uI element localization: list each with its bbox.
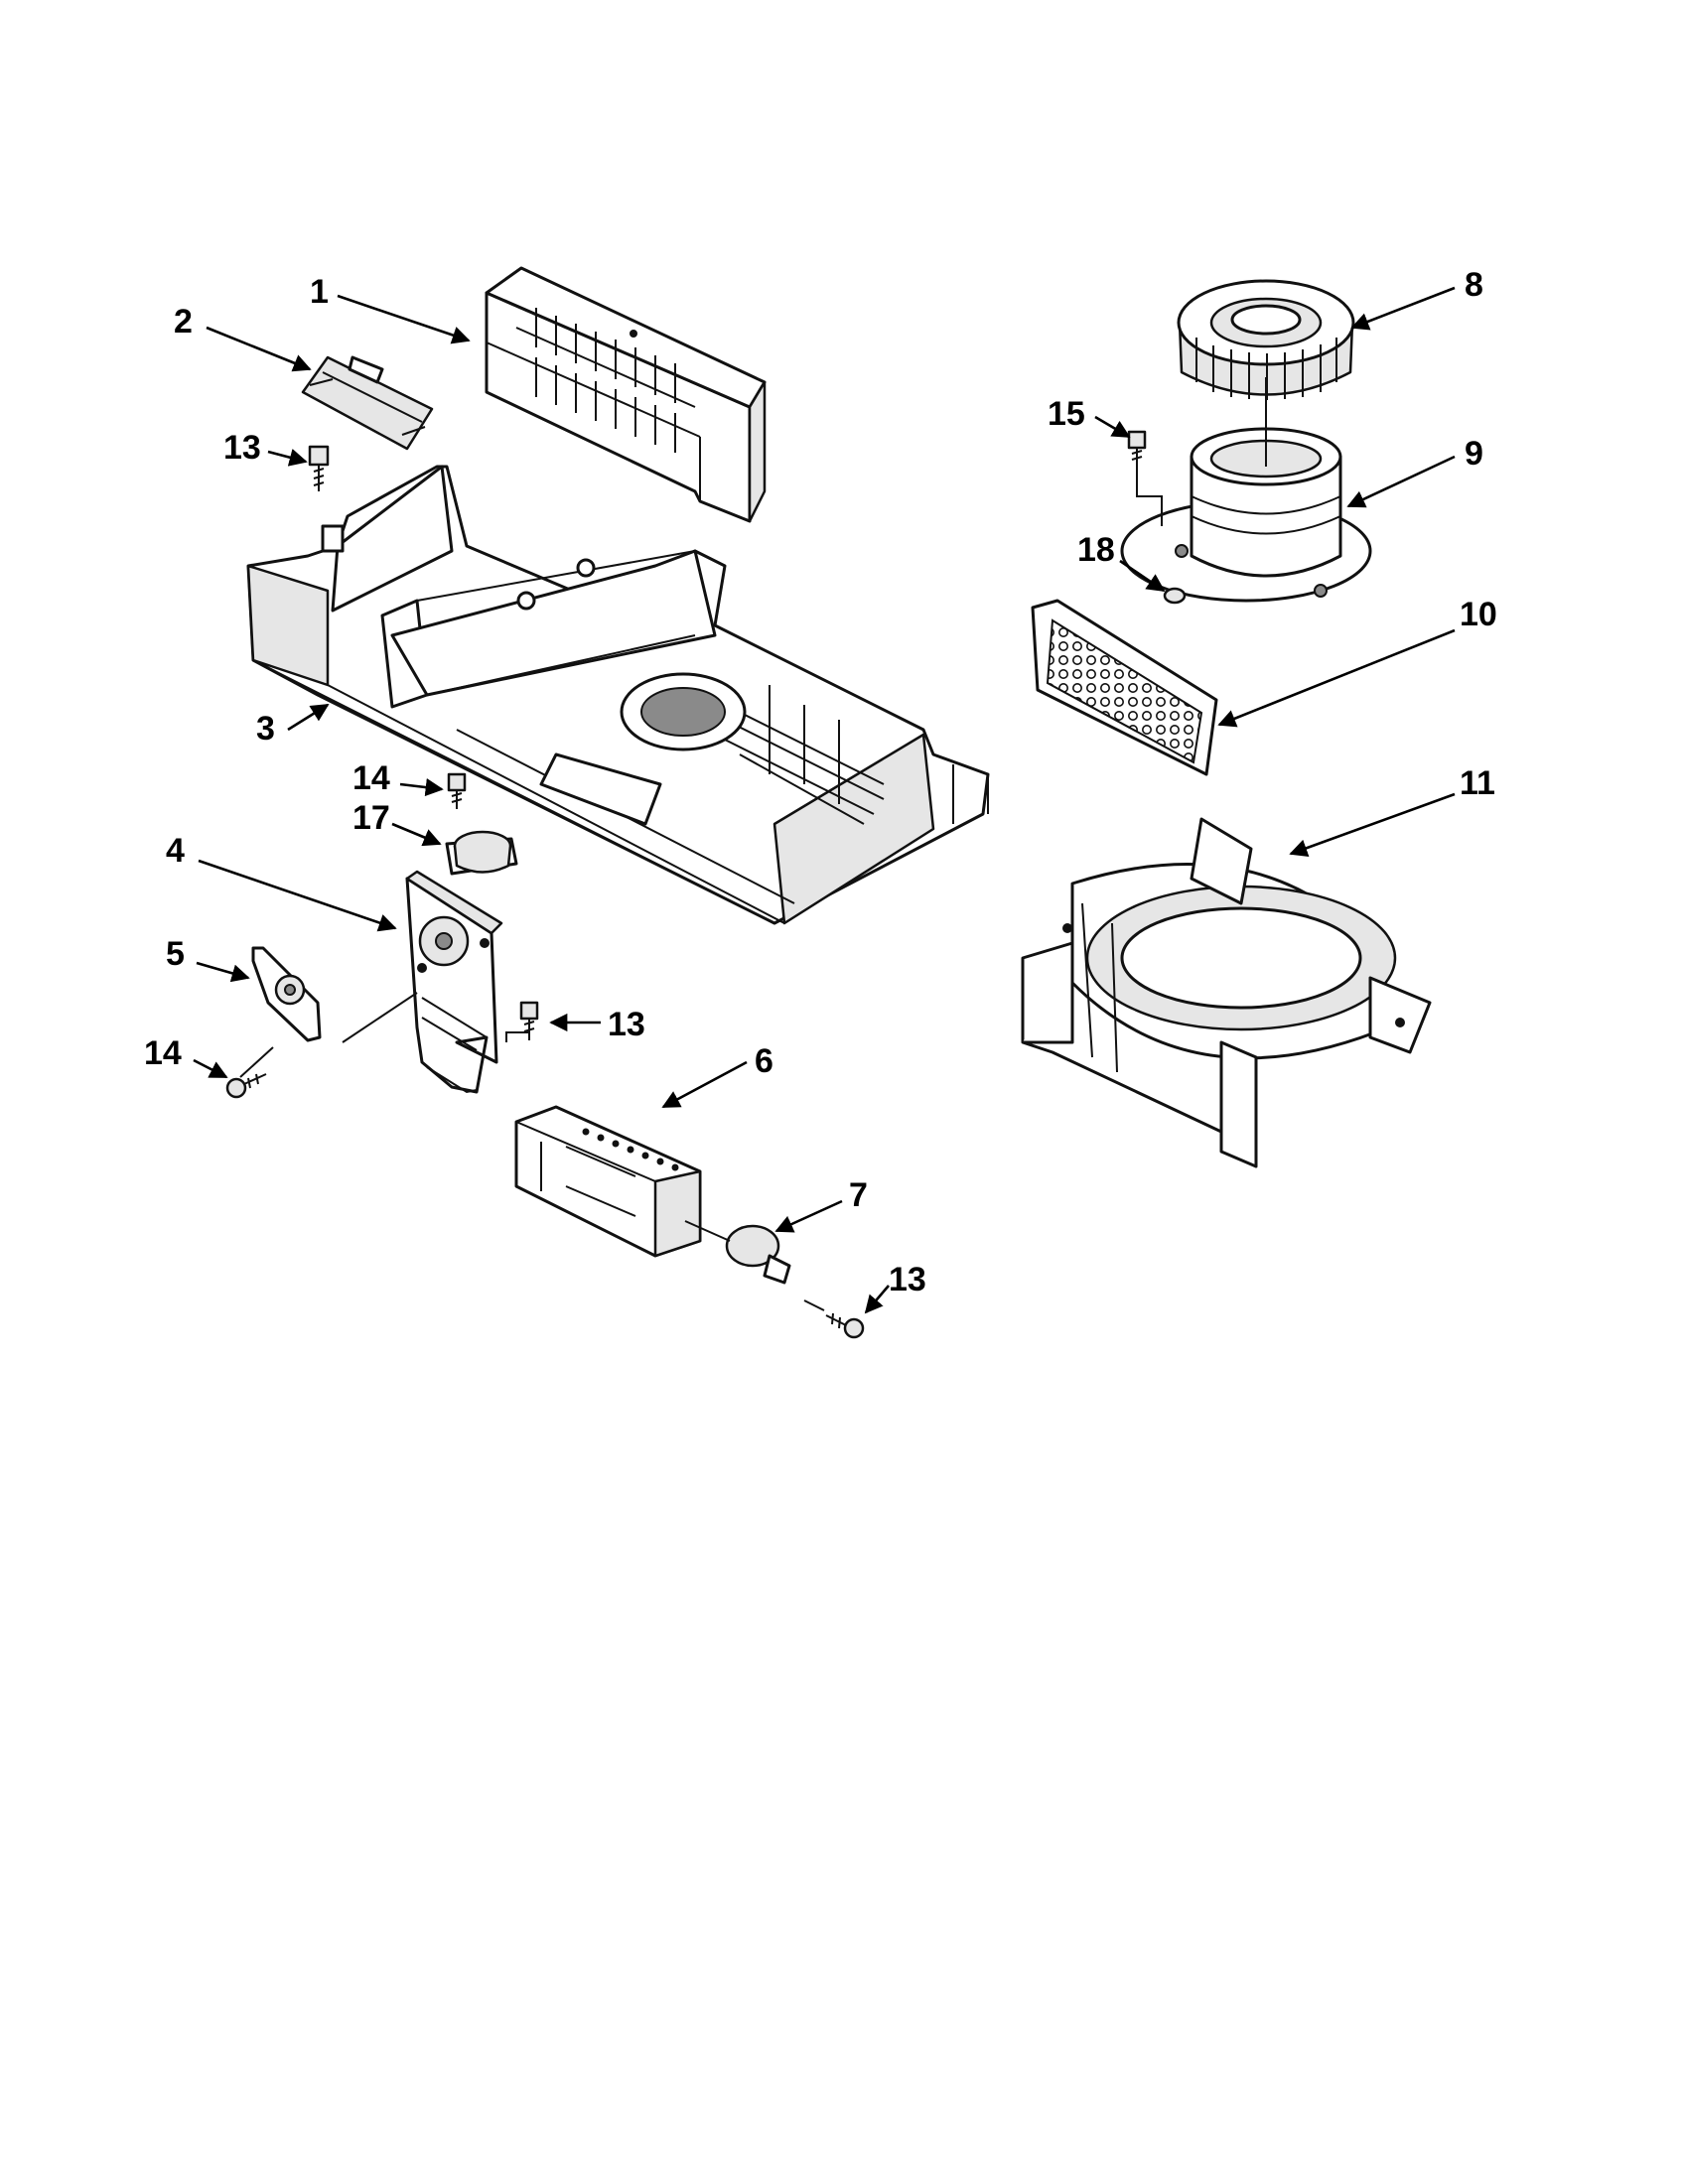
callout-1: 1 bbox=[310, 273, 329, 311]
part-1-vent-assembly bbox=[485, 266, 767, 523]
screw-13-middle bbox=[519, 1001, 539, 1040]
part-4-motor-bracket bbox=[405, 870, 503, 1094]
screw-13-upper bbox=[308, 445, 330, 491]
part-7-light-bulb bbox=[725, 1224, 791, 1285]
part-10-grille bbox=[1031, 599, 1218, 776]
part-3-air-handler-housing bbox=[246, 465, 990, 925]
part-6-light-housing bbox=[514, 1105, 702, 1258]
callout-labels: 1 2 3 4 5 6 7 8 9 10 11 13 13 13 14 14 1… bbox=[144, 266, 1497, 1298]
screw-15 bbox=[1127, 430, 1147, 467]
part-5-thermostat bbox=[251, 946, 322, 1042]
part-2-bracket bbox=[301, 355, 434, 451]
callout-5: 5 bbox=[166, 935, 185, 973]
screw-14-upper bbox=[447, 772, 467, 809]
screw-13-lower bbox=[825, 1312, 865, 1339]
part-17-cap bbox=[445, 830, 518, 876]
assembly-lines bbox=[239, 377, 1267, 1311]
callout-6: 6 bbox=[755, 1042, 773, 1080]
callout-9: 9 bbox=[1465, 435, 1483, 473]
callout-14-upper: 14 bbox=[352, 759, 390, 797]
part-8-fan-wheel bbox=[1177, 279, 1355, 400]
callout-13-middle: 13 bbox=[608, 1006, 645, 1043]
screw-14-lower bbox=[225, 1073, 267, 1099]
callout-leaders bbox=[193, 286, 1456, 1314]
callout-13-upper: 13 bbox=[223, 429, 261, 467]
callout-10: 10 bbox=[1460, 596, 1497, 633]
callout-11: 11 bbox=[1460, 764, 1495, 802]
callout-4: 4 bbox=[166, 832, 185, 870]
callout-7: 7 bbox=[849, 1176, 868, 1214]
nut-18 bbox=[1163, 587, 1187, 605]
callout-15: 15 bbox=[1048, 395, 1085, 433]
callout-17: 17 bbox=[352, 799, 390, 837]
callout-14-lower: 14 bbox=[144, 1034, 182, 1072]
callout-2: 2 bbox=[174, 303, 193, 341]
callout-3: 3 bbox=[256, 710, 275, 748]
callout-18: 18 bbox=[1077, 531, 1115, 569]
part-9-fan-motor bbox=[1120, 427, 1372, 603]
part-11-fan-shroud bbox=[1021, 817, 1432, 1168]
callout-8: 8 bbox=[1465, 266, 1483, 304]
callout-13-lower: 13 bbox=[889, 1261, 926, 1298]
